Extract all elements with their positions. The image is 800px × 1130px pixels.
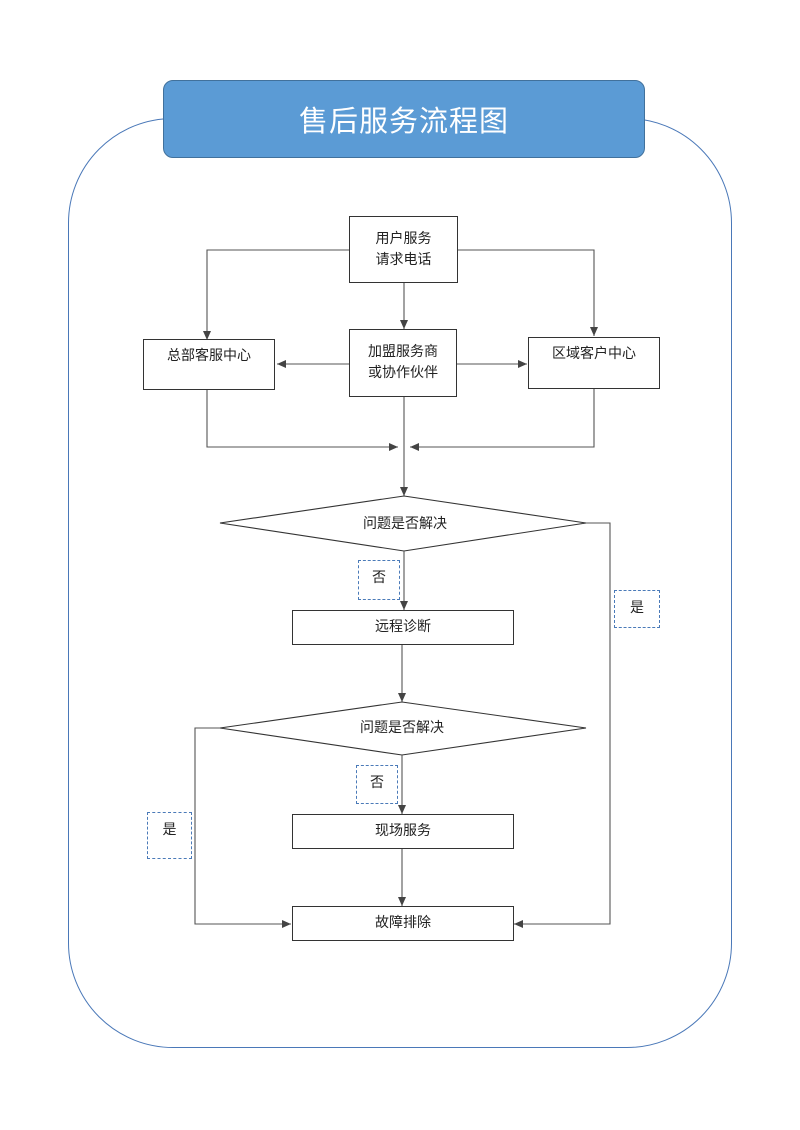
page-title: 售后服务流程图	[298, 104, 509, 138]
connector-request-to-regional	[458, 249, 598, 336]
troubleshoot-box: 故障排除	[292, 906, 514, 941]
yes-label-1: 是	[614, 590, 660, 628]
onsite-service-label: 现场服务	[375, 823, 431, 839]
remote-diagnosis-box: 远程诊断	[292, 610, 514, 645]
user-request-line-1: 用户服务	[375, 230, 432, 247]
yes-label-1-text: 是	[630, 600, 644, 616]
user-request-box: 用户服务 请求电话	[349, 216, 458, 283]
onsite-service-box: 现场服务	[292, 814, 514, 849]
no-label-2-text: 否	[370, 775, 384, 791]
hq-center-label: 总部客服中心	[167, 348, 251, 364]
partner-line-2: 或协作伙伴	[368, 365, 438, 381]
user-request-line-2: 请求电话	[375, 251, 432, 268]
no-label-1-text: 否	[372, 570, 386, 586]
partner-box: 加盟服务商 或协作伙伴	[349, 329, 457, 397]
remote-diagnosis-label: 远程诊断	[375, 619, 431, 635]
decision-1-label-wrap: 问题是否解决	[330, 512, 480, 536]
connector-decision2-yes	[194, 727, 291, 928]
troubleshoot-label: 故障排除	[375, 915, 431, 931]
regional-center-label: 区域客户中心	[552, 346, 636, 362]
no-label-2: 否	[356, 765, 398, 804]
regional-center-box: 区域客户中心	[528, 337, 660, 389]
yes-label-2-text: 是	[162, 822, 177, 838]
decision-2-diamond	[219, 701, 587, 756]
connector-decision1-yes	[514, 522, 611, 928]
hq-center-box: 总部客服中心	[143, 339, 275, 390]
decision-1-label: 问题是否解决	[363, 515, 447, 532]
connector-hq-merge	[206, 390, 398, 451]
yes-label-2: 是	[147, 812, 192, 859]
title-banner: 售后服务流程图	[163, 80, 645, 158]
no-label-1: 否	[358, 560, 400, 600]
connector-regional-merge	[410, 389, 595, 451]
partner-line-1: 加盟服务商	[368, 344, 438, 360]
connector-request-to-hq	[203, 249, 350, 340]
decision-2-label: 问题是否解决	[360, 719, 444, 736]
decision-2-label-wrap: 问题是否解决	[327, 716, 477, 740]
